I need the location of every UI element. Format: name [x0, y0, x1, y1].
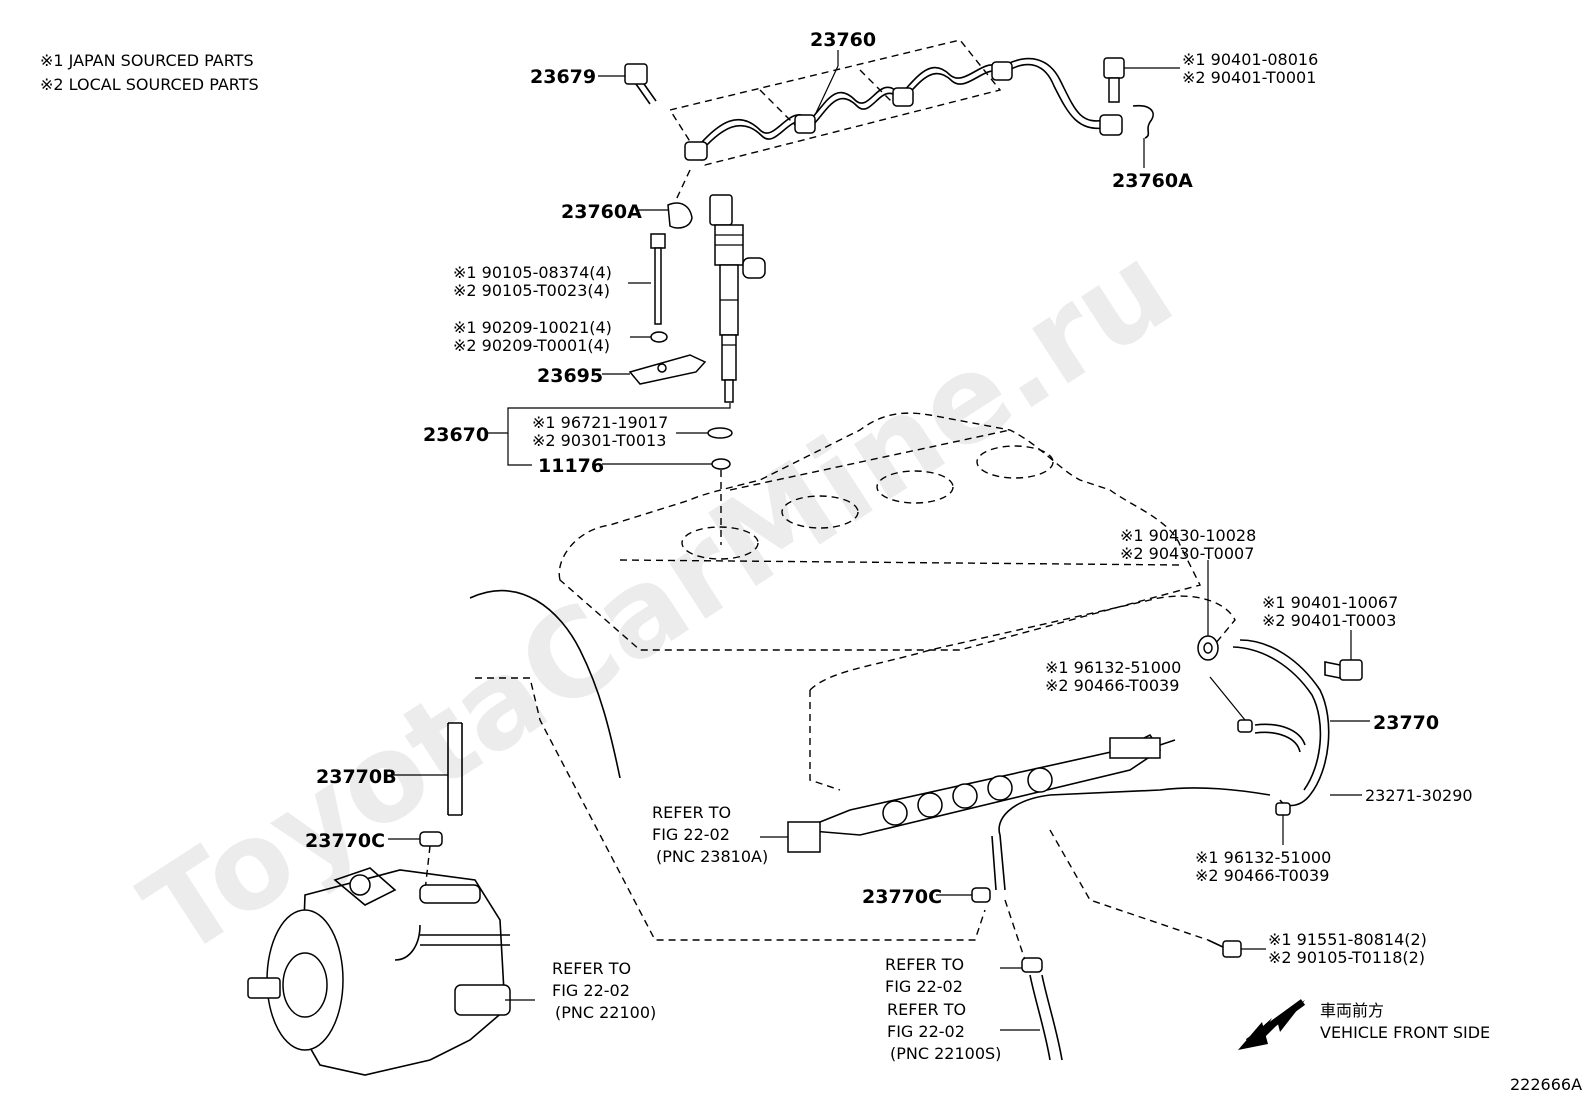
- label-23271-30290: 23271-30290: [1365, 786, 1473, 805]
- refer-hose2-l3: (PNC 22100S): [890, 1044, 1001, 1063]
- label-23760A-top: 23760A: [1112, 170, 1193, 192]
- hose-23770B[interactable]: [447, 722, 463, 816]
- label-90401-08016: ※1 90401-08016: [1182, 50, 1318, 69]
- label-90401-10067: ※1 90401-10067: [1262, 593, 1398, 612]
- pipe-23271-30290[interactable]: [998, 787, 1271, 836]
- label-90401-T0003: ※2 90401-T0003: [1262, 611, 1396, 630]
- union-bolt-23679[interactable]: [624, 63, 657, 105]
- injector-23670[interactable]: [709, 194, 766, 403]
- common-rail-assembly: [787, 595, 1236, 853]
- clip-96132-upper[interactable]: [1237, 719, 1253, 733]
- label-23670: 23670: [423, 424, 489, 446]
- bolt-91551[interactable]: [1207, 939, 1242, 958]
- clip-96132-lower[interactable]: [1275, 802, 1291, 816]
- gasket-90430[interactable]: [1197, 635, 1219, 661]
- washer-90209[interactable]: [650, 331, 668, 343]
- vehicle-front-arrow-icon: [1238, 999, 1306, 1050]
- union-bolt-90401-top[interactable]: [1103, 57, 1154, 139]
- injection-pipe-23760[interactable]: [668, 39, 1123, 166]
- clamp-23760A-left[interactable]: [667, 202, 693, 229]
- label-90301-T0013: ※2 90301-T0013: [532, 431, 666, 450]
- refer-hose2-l2: FIG 22-02: [887, 1022, 965, 1041]
- refer-rail-l1: REFER TO: [652, 803, 731, 822]
- clip-23770C-mid[interactable]: [971, 887, 991, 903]
- refer-hose2-l1: REFER TO: [887, 1000, 966, 1019]
- label-23770C-mid: 23770C: [862, 886, 942, 908]
- label-90105-T0023: ※2 90105-T0023(4): [453, 281, 610, 300]
- label-91551-80814: ※1 91551-80814(2): [1268, 930, 1427, 949]
- cylinder-head-outline: [558, 412, 1202, 651]
- o-ring-96721[interactable]: [707, 427, 733, 439]
- refer-hose1-l2: FIG 22-02: [885, 977, 963, 996]
- refer-rail-l2: FIG 22-02: [652, 825, 730, 844]
- figure-id: 222666A: [1510, 1075, 1582, 1094]
- label-90105-08374: ※1 90105-08374(4): [453, 263, 612, 282]
- label-90430-10028: ※1 90430-10028: [1120, 526, 1256, 545]
- label-96132-51000-b: ※1 96132-51000: [1195, 848, 1331, 867]
- label-23770: 23770: [1373, 712, 1439, 734]
- refer-pump-l2: FIG 22-02: [552, 981, 630, 1000]
- supply-pump: [247, 867, 511, 1076]
- label-90401-T0001: ※2 90401-T0001: [1182, 68, 1316, 87]
- direction-jp: 車両前方: [1320, 1001, 1384, 1020]
- label-90209-10021: ※1 90209-10021(4): [453, 318, 612, 337]
- gasket-11176[interactable]: [711, 458, 731, 470]
- label-96721-19017: ※1 96721-19017: [532, 413, 668, 432]
- refer-hose1-l1: REFER TO: [885, 955, 964, 974]
- label-23760A-left: 23760A: [561, 201, 642, 223]
- label-11176: 11176: [538, 455, 604, 477]
- note-japan-sourced: ※1 JAPAN SOURCED PARTS: [40, 51, 254, 70]
- label-90430-T0007: ※2 90430-T0007: [1120, 544, 1254, 563]
- bolt-90105[interactable]: [650, 233, 666, 325]
- label-23770C-left: 23770C: [305, 830, 385, 852]
- label-90466-T0039-b: ※2 90466-T0039: [1195, 866, 1329, 885]
- fuel-hose-23770[interactable]: [1232, 639, 1330, 807]
- refer-pump-l3: (PNC 22100): [555, 1003, 656, 1022]
- label-23679: 23679: [530, 66, 596, 88]
- label-90466-T0039-a: ※2 90466-T0039: [1045, 676, 1179, 695]
- refer-pump-l1: REFER TO: [552, 959, 631, 978]
- union-bolt-90401-right[interactable]: [1324, 659, 1363, 681]
- clip-23770C-left[interactable]: [419, 831, 443, 847]
- refer-rail-l3: (PNC 23810A): [656, 847, 768, 866]
- label-90209-T0001: ※2 90209-T0001(4): [453, 336, 610, 355]
- clamp-23695[interactable]: [628, 354, 707, 385]
- label-90105-T0118: ※2 90105-T0118(2): [1268, 948, 1425, 967]
- label-23770B: 23770B: [316, 766, 397, 788]
- direction-en: VEHICLE FRONT SIDE: [1320, 1023, 1490, 1042]
- note-local-sourced: ※2 LOCAL SOURCED PARTS: [40, 75, 259, 94]
- label-23760: 23760: [810, 29, 876, 51]
- label-96132-51000-a: ※1 96132-51000: [1045, 658, 1181, 677]
- label-23695: 23695: [537, 365, 603, 387]
